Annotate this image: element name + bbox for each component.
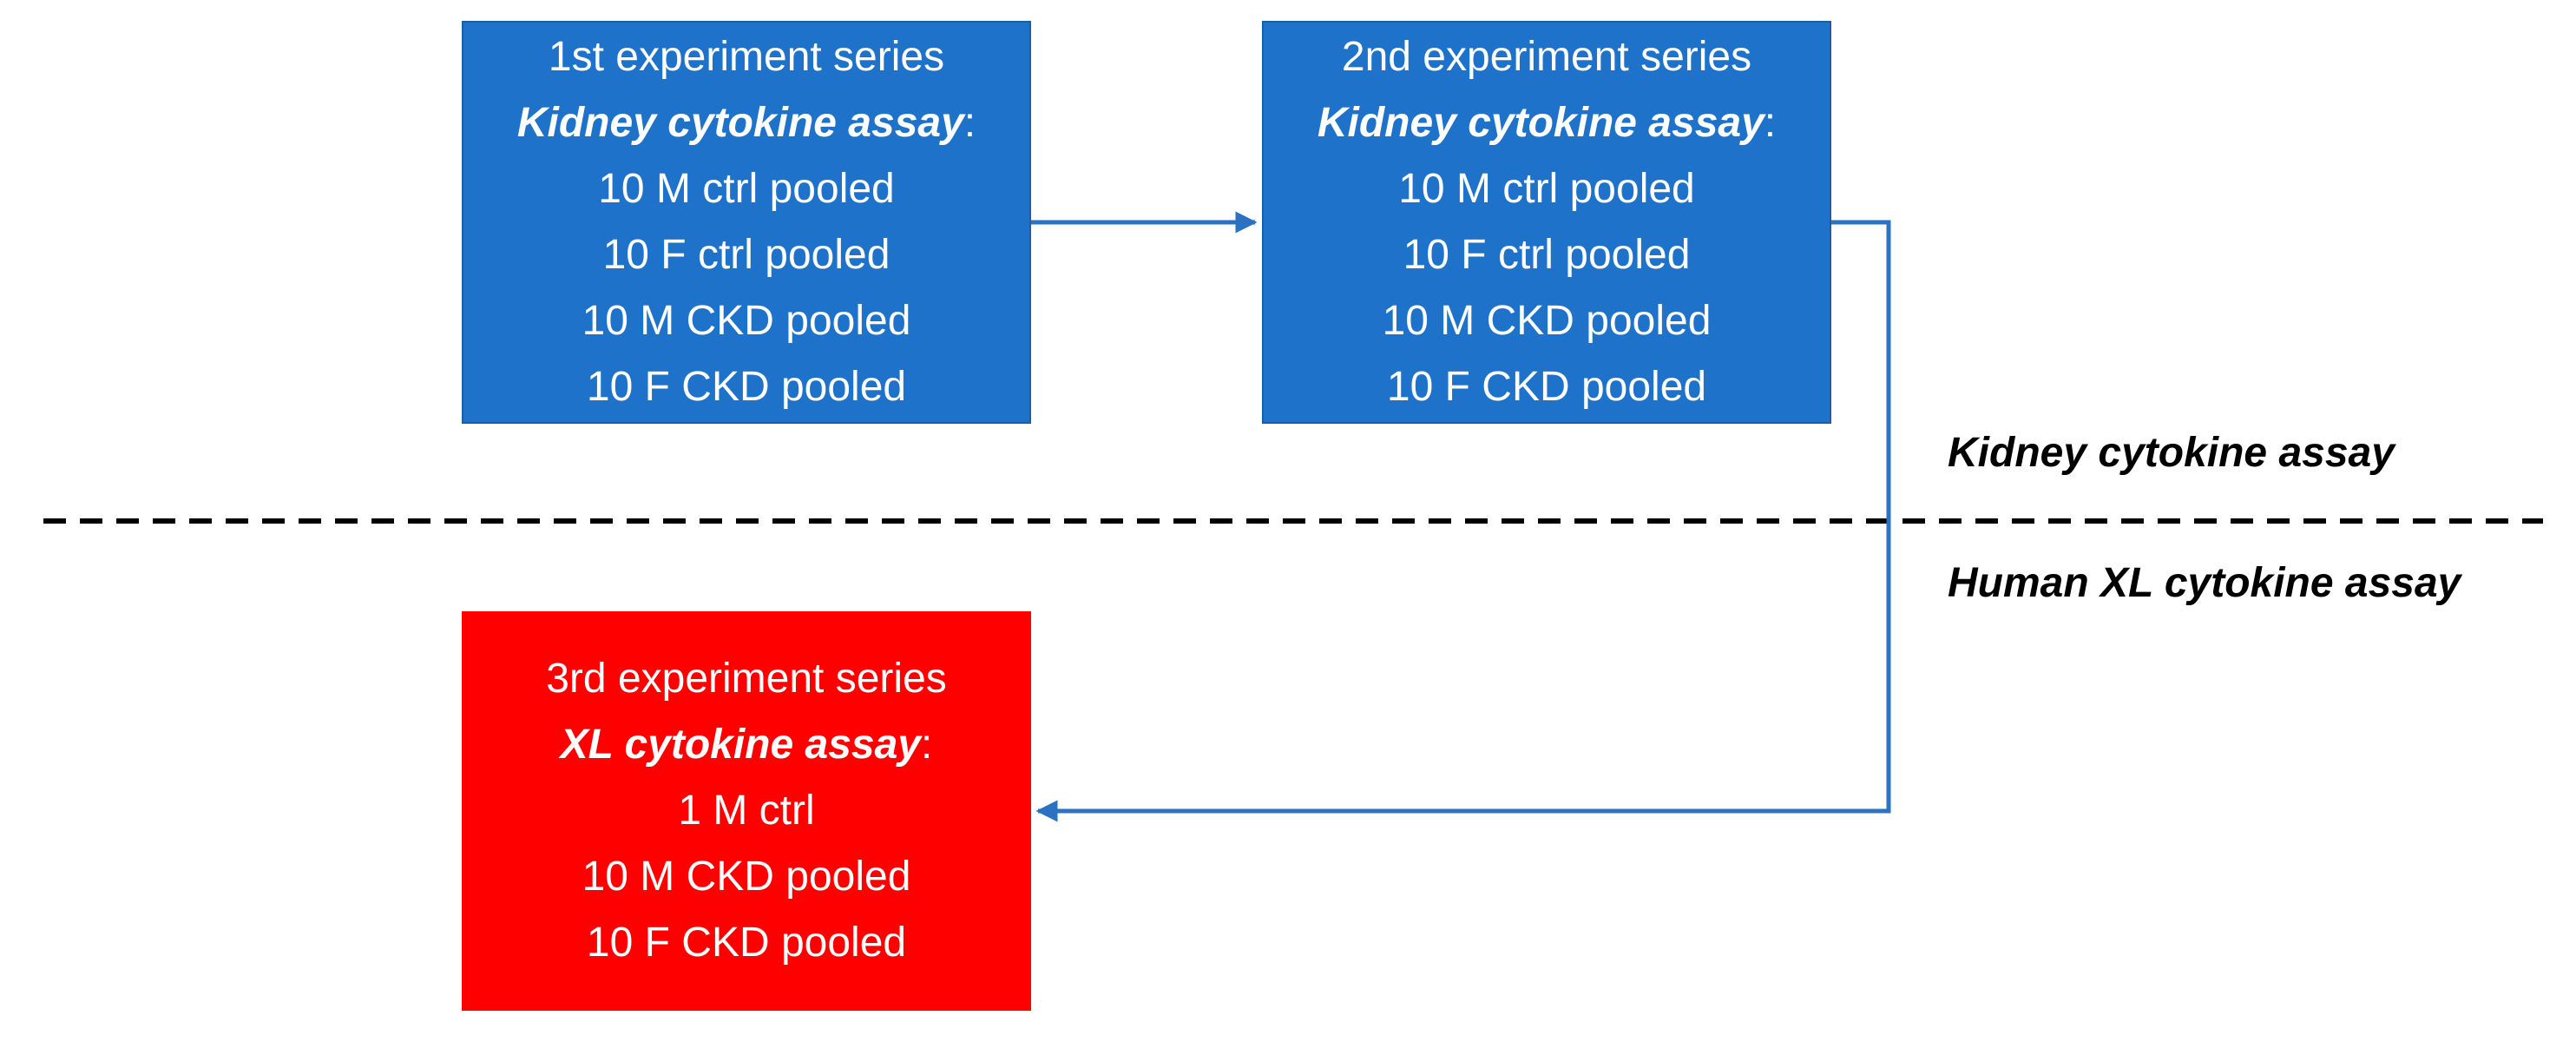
sample-line: 10 M ctrl pooled xyxy=(1398,166,1695,212)
assay-colon: : xyxy=(1764,100,1777,146)
series-heading: 1st experiment series xyxy=(548,34,945,80)
sample-line: 10 F ctrl pooled xyxy=(1403,232,1691,278)
experiment-series-1-box: 1st experiment series Kidney cytokine as… xyxy=(462,21,1031,424)
kidney-assay-section-label: Kidney cytokine assay xyxy=(1948,430,2395,476)
arrow-series-2-to-3 xyxy=(1035,220,1891,822)
assay-line: Kidney cytokine assay: xyxy=(1318,90,1776,156)
assay-line: Kidney cytokine assay: xyxy=(517,90,976,156)
sample-line: 10 M ctrl pooled xyxy=(598,166,895,212)
human-xl-assay-section-label: Human XL cytokine assay xyxy=(1948,560,2461,606)
sample-line: 10 M CKD pooled xyxy=(582,854,911,900)
series-heading: 2nd experiment series xyxy=(1341,34,1752,80)
assay-name: Kidney cytokine assay xyxy=(516,100,964,146)
sample-line: 10 F CKD pooled xyxy=(1386,364,1707,410)
sample-line: 10 F CKD pooled xyxy=(586,920,907,966)
assay-name: XL cytokine assay xyxy=(560,722,921,768)
experiment-series-2-box: 2nd experiment series Kidney cytokine as… xyxy=(1262,21,1831,424)
assay-line: XL cytokine assay: xyxy=(561,712,933,778)
sample-line: 10 F CKD pooled xyxy=(586,364,907,410)
sample-line: 10 M CKD pooled xyxy=(582,298,911,344)
assay-colon: : xyxy=(963,100,976,146)
experiment-series-3-box: 3rd experiment series XL cytokine assay:… xyxy=(462,611,1031,1011)
series-heading: 3rd experiment series xyxy=(546,656,947,702)
assay-colon: : xyxy=(921,722,933,768)
sample-line: 10 M CKD pooled xyxy=(1382,298,1712,344)
sample-line: 10 F ctrl pooled xyxy=(602,232,890,278)
sample-line: 1 M ctrl xyxy=(678,788,815,834)
assay-name: Kidney cytokine assay xyxy=(1317,100,1764,146)
